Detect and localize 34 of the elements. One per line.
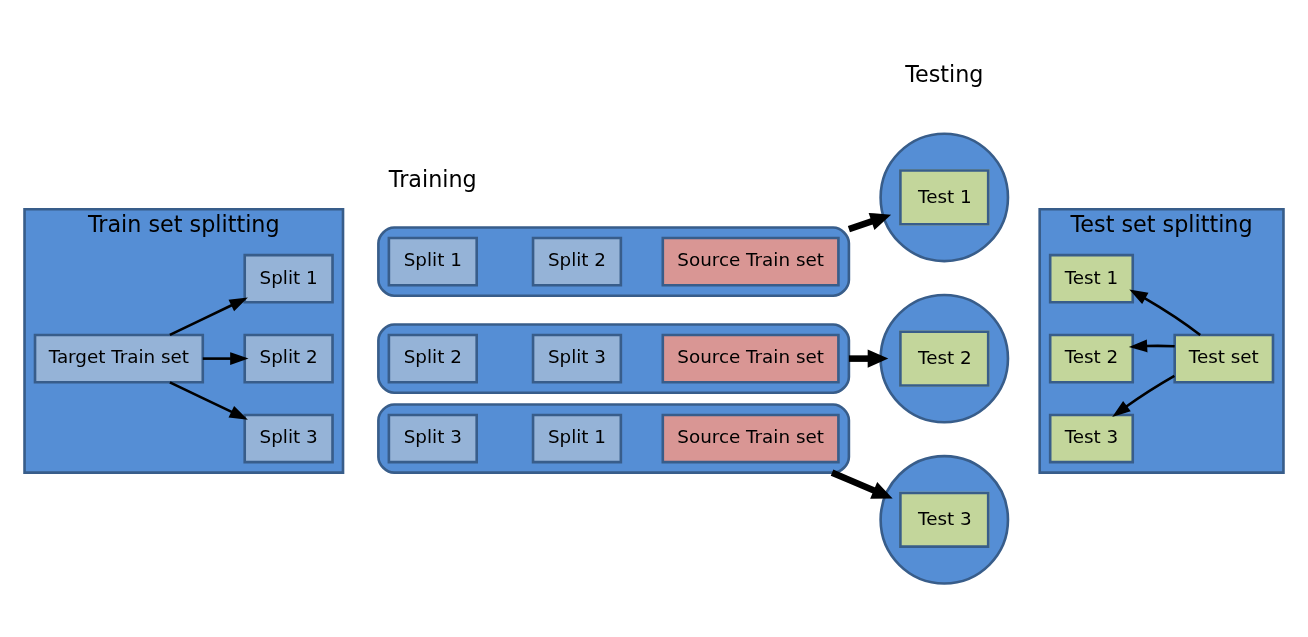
arrow: [169, 297, 248, 337]
arrow: [830, 469, 893, 499]
arrow: [847, 212, 892, 233]
arrow: [848, 349, 889, 368]
node-box: Source Train set: [661, 333, 840, 384]
node-circle: Test 1: [879, 132, 1010, 263]
node-box: Split 1: [531, 413, 623, 464]
node-box: Split 2: [387, 333, 478, 384]
node-box: Test 1: [1048, 253, 1135, 304]
label: Testing: [905, 61, 984, 88]
node-box: Split 3: [243, 413, 334, 464]
arrow: [1129, 289, 1201, 336]
node-box: Split 3: [387, 413, 478, 464]
cluster: [377, 403, 851, 474]
arrow: [1112, 374, 1176, 418]
node-box: Split 2: [243, 333, 334, 384]
node-box: Source Train set: [661, 413, 840, 464]
arrow: [202, 352, 249, 366]
node-circle: Test 2: [879, 293, 1010, 424]
arrow: [169, 381, 248, 420]
node-box: Test set: [1173, 333, 1275, 384]
node-box: Test 2: [1048, 333, 1135, 384]
node-box: Split 1: [387, 236, 478, 287]
node-box: Test 3: [1048, 413, 1135, 464]
node-box: Split 1: [243, 253, 334, 304]
node-box: Source Train set: [661, 236, 840, 287]
arrow: [1128, 339, 1175, 353]
node-box: Split 2: [531, 236, 623, 287]
label: Training: [388, 166, 477, 193]
node-box: Split 3: [531, 333, 623, 384]
node-box: Target Train set: [33, 333, 205, 384]
node-circle: Test 3: [879, 454, 1010, 585]
cluster: [377, 226, 851, 297]
cluster: [377, 323, 851, 394]
